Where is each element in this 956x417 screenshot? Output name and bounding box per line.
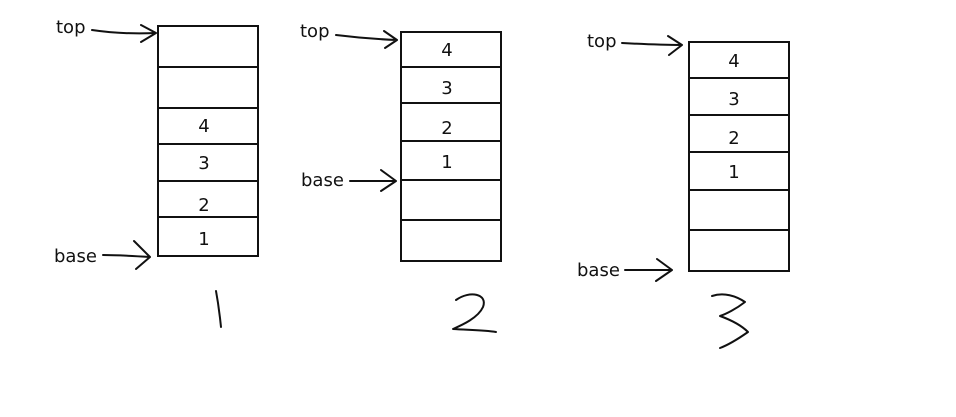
cell-box — [157, 216, 259, 257]
stack-cells: 4 3 2 1 — [157, 25, 259, 257]
cell-box — [688, 189, 790, 231]
arrow-icon — [102, 240, 151, 270]
stack-cell: 3 — [688, 77, 790, 116]
cell-box — [400, 140, 502, 181]
stack-cell — [157, 25, 259, 68]
cell-value: 3 — [198, 153, 209, 174]
cell-value: 1 — [728, 162, 739, 183]
cell-value: 4 — [441, 40, 452, 61]
top-pointer: top — [56, 17, 157, 43]
arrow-icon — [349, 169, 397, 192]
top-pointer: top — [300, 21, 398, 49]
base-label: base — [577, 260, 620, 281]
cell-value: 4 — [198, 116, 209, 137]
stack-cell: 1 — [157, 216, 259, 257]
cell-box — [688, 151, 790, 191]
base-pointer: base — [577, 258, 673, 282]
stack-cell: 3 — [157, 143, 259, 182]
base-label: base — [54, 246, 97, 267]
stack-cell: 1 — [400, 140, 502, 181]
stack-cell: 2 — [688, 114, 790, 153]
stack-cell — [688, 229, 790, 272]
caption-3-handwritten — [711, 293, 749, 349]
cell-box — [157, 66, 259, 109]
cell-box — [400, 219, 502, 262]
stack-cell: 4 — [688, 41, 790, 79]
stack-cell — [400, 219, 502, 262]
arrow-icon — [91, 24, 157, 43]
stack-panel-2: 4 3 2 1 top — [300, 21, 502, 333]
stack-cell — [157, 66, 259, 109]
arrow-icon — [624, 258, 673, 282]
stack-cell: 3 — [400, 66, 502, 104]
stack-cell: 4 — [157, 107, 259, 145]
stack-cell — [688, 189, 790, 231]
stack-cell: 2 — [157, 180, 259, 218]
stack-panel-1: 4 3 2 1 top base 1 — [54, 17, 259, 328]
arrow-icon — [621, 35, 683, 56]
base-pointer: base — [301, 169, 397, 192]
cell-box — [688, 114, 790, 153]
top-label: top — [56, 17, 86, 38]
caption-1-handwritten — [215, 290, 222, 328]
cell-box — [157, 25, 259, 68]
stack-cell — [400, 179, 502, 221]
stack-cell: 4 — [400, 31, 502, 68]
stack-cells: 4 3 2 1 — [688, 41, 790, 272]
cell-box — [688, 77, 790, 116]
cell-value: 2 — [728, 128, 739, 149]
cell-box — [400, 66, 502, 104]
cell-value: 4 — [728, 51, 739, 72]
cell-value: 2 — [198, 195, 209, 216]
stack-panel-3: 4 3 2 1 top — [577, 31, 790, 349]
top-label: top — [587, 31, 617, 52]
arrow-icon — [335, 30, 398, 49]
stack-cells: 4 3 2 1 — [400, 31, 502, 262]
stack-cell: 1 — [688, 151, 790, 191]
cell-value: 1 — [441, 152, 452, 173]
base-pointer: base — [54, 240, 151, 270]
base-label: base — [301, 170, 344, 191]
top-pointer: top — [587, 31, 683, 56]
cell-box — [688, 229, 790, 272]
cell-box — [400, 179, 502, 221]
cell-value: 2 — [441, 118, 452, 139]
caption-2-handwritten — [452, 293, 497, 333]
stack-cell: 2 — [400, 102, 502, 142]
cell-box — [157, 107, 259, 145]
cell-value: 1 — [198, 229, 209, 250]
top-label: top — [300, 21, 330, 42]
cell-value: 3 — [441, 78, 452, 99]
cell-value: 3 — [728, 89, 739, 110]
